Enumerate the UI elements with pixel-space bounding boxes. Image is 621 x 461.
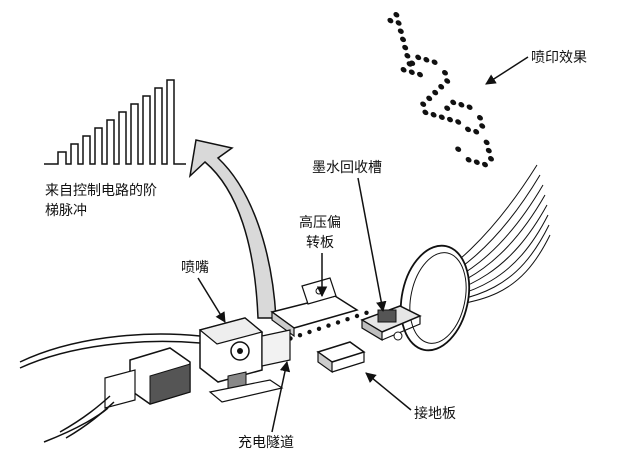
ink-droplet xyxy=(316,326,322,331)
print-dot xyxy=(432,89,439,96)
charge-tunnel-label: 充电隧道 xyxy=(238,435,294,451)
ink-droplet xyxy=(297,333,303,338)
ink-droplet xyxy=(307,329,312,335)
pulse-label-line2: 梯脉冲 xyxy=(45,203,87,219)
print-medium-disc xyxy=(399,244,471,352)
ink-droplet xyxy=(326,323,331,328)
print-dot xyxy=(409,60,416,66)
print-dot xyxy=(455,119,462,125)
print-dot xyxy=(426,95,433,102)
ink-recovery-label: 墨水回收槽 xyxy=(312,160,382,176)
ink-droplet xyxy=(364,310,369,315)
step-pulse-waveform xyxy=(44,79,186,165)
print-dot xyxy=(465,126,471,133)
print-dot xyxy=(482,161,488,168)
print-dot xyxy=(408,69,415,75)
print-effect-leader xyxy=(485,56,529,85)
print-dot xyxy=(477,115,483,121)
print-dot xyxy=(438,114,445,120)
print-dot xyxy=(395,20,402,26)
ink-droplet xyxy=(354,313,360,319)
print-dot xyxy=(404,53,411,59)
print-dot xyxy=(447,116,453,123)
print-dot xyxy=(458,102,465,108)
print-dot xyxy=(402,44,409,51)
ground-plate-leader xyxy=(365,372,412,411)
print-dot xyxy=(420,101,427,107)
print-dot xyxy=(387,17,394,24)
nozzle-label: 喷嘴 xyxy=(181,260,209,276)
print-dot xyxy=(485,147,492,154)
print-dot xyxy=(397,28,404,34)
hv-deflection-plate xyxy=(270,277,359,338)
print-dot xyxy=(430,112,437,118)
charge-tunnel-leader xyxy=(271,360,291,433)
print-effect-label: 喷印效果 xyxy=(531,50,587,66)
nozzle-assembly xyxy=(198,317,291,403)
print-dot xyxy=(423,57,430,63)
ground-plate xyxy=(316,341,366,374)
print-dot xyxy=(450,99,457,106)
ink-droplet xyxy=(345,317,350,322)
print-dot xyxy=(444,78,451,84)
ink-droplet xyxy=(335,320,341,325)
pulse-label-line1: 来自控制电路的阶 xyxy=(45,183,157,199)
print-dot xyxy=(444,105,451,111)
print-dot xyxy=(400,36,406,43)
print-dot xyxy=(473,129,480,135)
hv-plate-label-line2: 转板 xyxy=(306,235,334,251)
print-dot xyxy=(465,157,472,163)
print-dot xyxy=(442,70,448,76)
print-dot xyxy=(455,146,462,152)
nozzle-leader xyxy=(197,277,226,323)
ground-plate-label: 接地板 xyxy=(414,405,456,422)
printed-dot-characters xyxy=(387,12,494,168)
print-dot xyxy=(415,54,422,61)
feed-block-and-tubes xyxy=(19,333,201,443)
ink-recovery-gutter xyxy=(360,305,422,342)
print-dot xyxy=(417,71,423,78)
print-dot xyxy=(483,139,490,146)
print-dot xyxy=(479,123,486,129)
hv-plate-label-line1: 高压偏 xyxy=(299,214,341,231)
print-dot xyxy=(466,104,473,110)
print-dot xyxy=(393,12,400,18)
print-dot xyxy=(431,59,438,65)
print-dot xyxy=(438,84,445,90)
print-dot xyxy=(400,67,407,73)
ink-recovery-leader xyxy=(357,177,387,313)
signal-curved-arrow xyxy=(188,139,277,319)
print-dot xyxy=(422,109,429,116)
print-dot xyxy=(473,159,480,165)
print-dot xyxy=(488,156,494,162)
